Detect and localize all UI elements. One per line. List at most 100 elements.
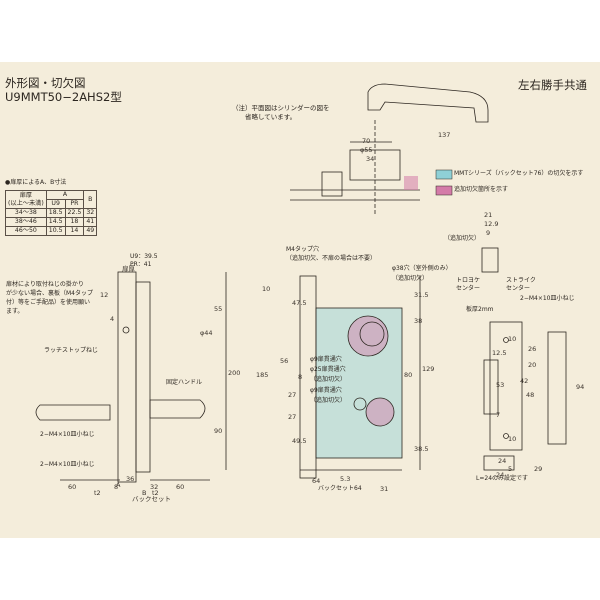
thickness-table: 扉厚(以上〜未満) A B U9 PR 34〜38 18.5 22.5 32 3… [5,190,98,236]
dim-185: 185 [256,371,269,379]
dim-27b: 27 [288,413,297,421]
additional-notch-lever [365,397,395,427]
dim-4: 4 [110,315,115,323]
dim-94: 94 [576,383,585,391]
dim-29: 29 [534,465,543,473]
dim-42: 42 [520,377,529,385]
legend-swatch-additional [435,185,453,196]
dim-129: 129 [422,365,435,373]
dim-90: 90 [214,427,223,435]
table-cell: 34〜38 [5,208,47,218]
plate-thickness-label: 板厚2mm [466,306,494,313]
dim-7: 7 [496,411,501,419]
dim-5: 5 [508,465,513,473]
strike-bottom-detail [483,455,515,471]
table-sub-u9: U9 [45,199,66,209]
trotike-center-1: トロヨケ [456,277,481,284]
l24-note: L=24のみ設定です [476,475,529,482]
dim-10: 10 [262,285,271,293]
dim-12: 12 [100,291,109,299]
lever-handle-top [367,83,489,123]
dim-phi44: φ44 [200,329,213,337]
hole-38-sub: （追加切欠） [392,275,429,282]
hole-9-sub-2: （追加切欠） [310,397,347,404]
table-row: 46〜50 10.5 14 49 [5,226,98,236]
title-main: 外形図・切欠図 [5,76,86,90]
title-hand: 左右勝手共通 [518,78,587,92]
m4-tap-label: M4タップ穴 [286,246,319,253]
dim-12-9: 12.9 [484,220,499,228]
title-model: U9MMT50−2AHS2型 [5,90,122,104]
lever-left [35,404,111,421]
trotike-center-2: センター [456,285,481,292]
additional-notch-cylinder [347,315,389,357]
dim-21: 21 [484,211,493,219]
strike-view [481,247,567,471]
lock-case-side [135,281,151,473]
hole-25-sub: （追加切欠） [310,376,347,383]
table-cell: 18.5 [45,208,66,218]
latch-stop-label: ラッチストップねじ [44,347,99,354]
dim-8b: 8 [114,483,119,491]
strike-opening [483,359,499,415]
table-header-door: 扉厚(以上〜未満) [5,190,47,209]
legend-mmt-label: MMTシリーズ（バックセット76）の切欠を示す [454,170,584,177]
dim-137: 137 [438,131,451,139]
table-cell: 41 [83,217,98,227]
dim-60b: 60 [176,483,185,491]
fixed-handle-label: 固定ハンドル [166,379,203,386]
latch-stop-screw [122,326,130,334]
dim-9: 9 [486,229,491,237]
backset-label: バックセット64 [318,485,362,492]
dim-31-5: 31.5 [414,291,429,299]
side-note-4: ます。 [6,308,24,315]
dim-49-5: 49.5 [292,437,307,445]
dim-34: 34 [366,155,375,163]
dim-t2b: t2 [152,489,159,497]
table-cell: 46〜50 [5,226,47,236]
strike-plate [489,321,523,451]
dim-24b: 24 [496,471,505,479]
plan-note-2: 省略しています。 [245,113,297,121]
strike-screw-bottom [503,433,509,439]
dim-80: 80 [404,371,413,379]
table-cell: 49 [83,226,98,236]
dim-47-5: 47.5 [292,299,307,307]
u9-label: U9：39.5 [130,253,158,260]
dim-12-5: 12.5 [492,349,507,357]
table-header-a: A [45,190,85,200]
mmt-notch-area [315,307,403,459]
screw-label-2: 2−M4×10皿小ねじ [40,461,95,468]
table-cell: 14 [64,226,85,236]
dim-A: A [116,481,121,489]
screw-label-right: 2−M4×10皿小ねじ [520,295,575,302]
plan-note-1: （注）平面図はシリンダーの図を [232,104,330,112]
spindle-hole [353,397,367,411]
dim-20: 20 [528,361,537,369]
strike-center-1: ストライク [506,277,536,284]
table-cell: 10.5 [45,226,66,236]
strike-small-top [481,247,499,273]
table-cell: 38〜46 [5,217,47,227]
cylinder-hole [359,321,385,347]
table-sub-pr: PR [64,199,85,209]
dim-64: 64 [312,477,321,485]
strike-screw-top [503,337,509,343]
table-caption: ●扉厚によるA、B寸法 [5,179,67,186]
plan-view [290,83,489,215]
strike-center-2: センター [506,285,531,292]
dim-56: 56 [280,357,289,365]
hole-25-label: φ25扉貫通穴 [310,366,346,373]
dim-200: 200 [228,369,241,377]
hole-9-label: φ9扉貫通穴 [310,356,342,363]
dim-70: 70 [362,137,371,145]
dim-38-5: 38.5 [414,445,429,453]
dim-38: 38 [414,317,423,325]
additional-notch-top [404,176,418,190]
m4-tap-sub: （追加切欠、不扉の場合は不要） [286,255,377,262]
latch-top [321,171,343,197]
strike-box [547,331,567,445]
dim-36: 36 [126,475,135,483]
